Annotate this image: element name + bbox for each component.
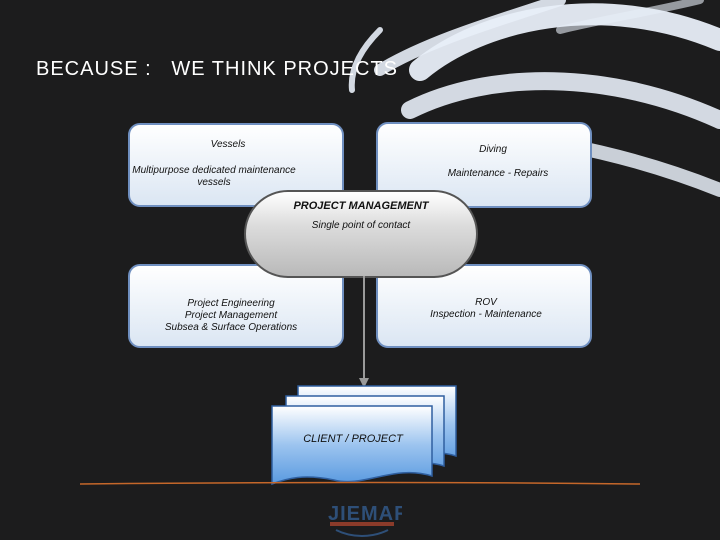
rov-desc: Inspection - Maintenance bbox=[430, 309, 542, 320]
diving-heading: Diving bbox=[479, 144, 507, 155]
diving-desc: Maintenance - Repairs bbox=[447, 168, 549, 179]
jiemar-logo: JIEMAR bbox=[328, 503, 402, 537]
connector-arrow bbox=[359, 276, 369, 388]
project-management-hub: PROJECT MANAGEMENT Single point of conta… bbox=[244, 190, 478, 278]
rov-heading: ROV bbox=[475, 297, 497, 308]
svg-text:JIEMAR: JIEMAR bbox=[328, 503, 402, 525]
vessels-desc-line2: vessels bbox=[197, 177, 231, 188]
rov-box: ROV Inspection - Maintenance bbox=[376, 264, 592, 348]
client-project-document-stack bbox=[271, 385, 457, 486]
engineering-line2: Project Management bbox=[184, 310, 278, 321]
client-project-label: CLIENT / PROJECT bbox=[303, 433, 403, 445]
footer-divider bbox=[80, 481, 640, 485]
page-title: BECAUSE : WE THINK PROJECTS bbox=[36, 58, 399, 80]
hub-heading: PROJECT MANAGEMENT bbox=[293, 200, 429, 212]
vessels-heading: Vessels bbox=[210, 139, 246, 150]
engineering-line1: Project Engineering bbox=[187, 298, 275, 309]
engineering-box: Project Engineering Project Management S… bbox=[128, 264, 344, 348]
hub-subtitle: Single point of contact bbox=[311, 220, 411, 231]
engineering-line3: Subsea & Surface Operations bbox=[164, 322, 298, 333]
vessels-desc-line1: Multipurpose dedicated maintenance bbox=[132, 165, 296, 176]
